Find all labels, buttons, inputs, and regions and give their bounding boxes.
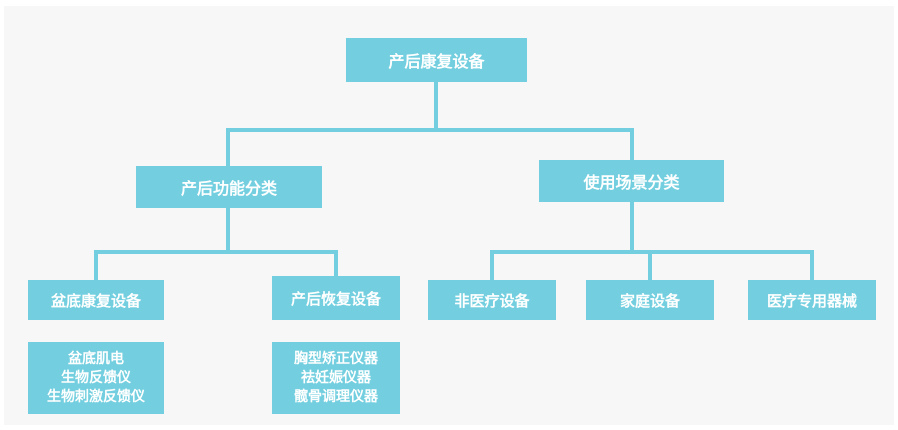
node-function-category: 产后功能分类	[136, 166, 322, 208]
list-item: 髋骨调理仪器	[294, 388, 378, 405]
node-postpartum-recovery: 产后恢复设备	[272, 276, 400, 320]
list-item: 盆底肌电	[68, 350, 124, 367]
node-home-equipment: 家庭设备	[586, 280, 714, 320]
node-pelvic-rehab: 盆底康复设备	[28, 280, 164, 320]
node-root: 产后康复设备	[346, 38, 527, 82]
list-item: 生物刺激反馈仪	[47, 388, 145, 405]
list-item: 胸型矫正仪器	[294, 350, 378, 367]
node-pelvic-items: 盆底肌电 生物反馈仪 生物刺激反馈仪	[28, 342, 164, 414]
node-recovery-items: 胸型矫正仪器 祛妊娠仪器 髋骨调理仪器	[272, 342, 400, 414]
node-medical-equipment: 医疗专用器械	[748, 280, 876, 320]
list-item: 生物反馈仪	[61, 369, 131, 386]
node-scene-category: 使用场景分类	[539, 160, 724, 202]
list-item: 祛妊娠仪器	[301, 369, 371, 386]
node-non-medical: 非医疗设备	[428, 280, 556, 320]
